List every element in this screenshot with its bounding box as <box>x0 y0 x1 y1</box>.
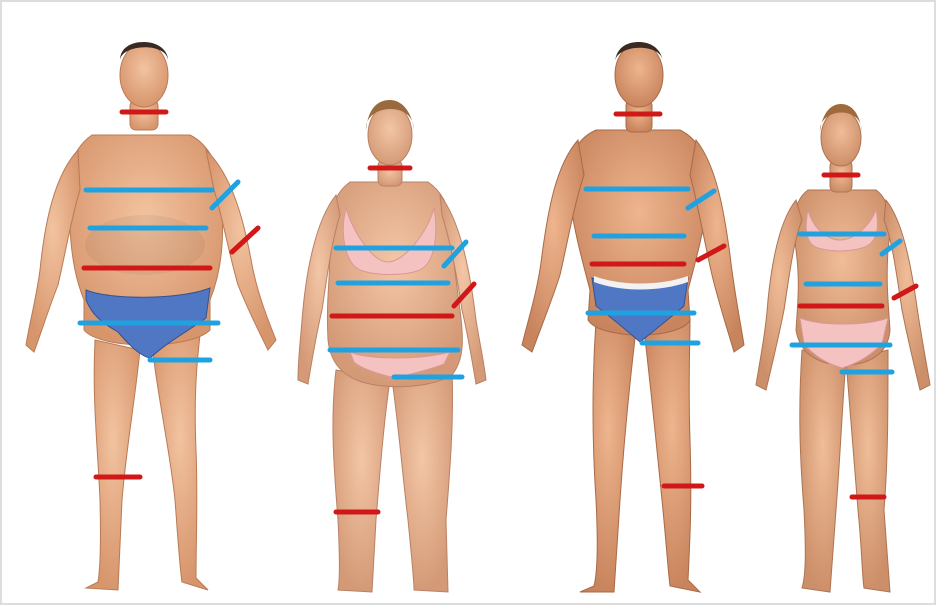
body-measurement-figures <box>0 0 936 605</box>
